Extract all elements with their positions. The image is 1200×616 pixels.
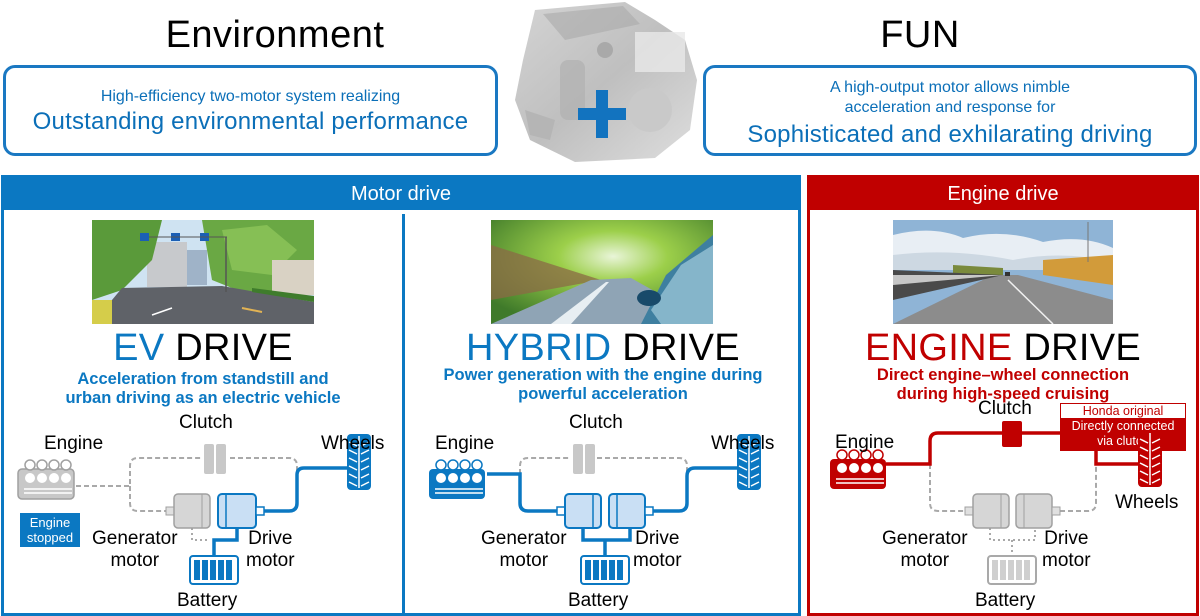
engine-drive-description: Direct engine–wheel connection during hi… bbox=[810, 366, 1196, 404]
ev-drive-description: Acceleration from standstill and urban d… bbox=[4, 370, 402, 408]
engine-battery-icon bbox=[987, 555, 1037, 585]
engine-drive-motor-icon bbox=[1015, 493, 1061, 529]
ev-drive-desc-line2: urban driving as an electric vehicle bbox=[65, 389, 341, 407]
engine-drive-desc-line1: Direct engine–wheel connection bbox=[876, 366, 1130, 384]
ev-engine-generator-path bbox=[129, 486, 166, 512]
ev-drive-wheels-path bbox=[264, 466, 349, 513]
hybrid-drive-wheels-path bbox=[649, 466, 739, 513]
hybrid-label-engine: Engine bbox=[435, 433, 495, 454]
engine-generator-path bbox=[929, 464, 965, 512]
environment-box-line2: Outstanding environmental performance bbox=[32, 108, 469, 135]
honda-original-label: Honda original bbox=[1082, 404, 1164, 418]
plus-icon bbox=[578, 90, 626, 138]
engine-drive-section: ENGINE DRIVE Direct engine–wheel connect… bbox=[810, 178, 1196, 616]
engine-motors-battery-path bbox=[989, 528, 1036, 556]
hybrid-engine-generator-path bbox=[487, 472, 557, 513]
ev-engine-clutch-path bbox=[76, 457, 202, 487]
ev-engine-icon bbox=[17, 459, 75, 500]
hybrid-wheels-icon bbox=[737, 434, 761, 490]
hybrid-drive-description: Power generation with the engine during … bbox=[405, 366, 801, 404]
engine-engine-icon bbox=[830, 449, 886, 489]
ev-label-clutch: Clutch bbox=[179, 412, 233, 433]
hybrid-drive-diagram bbox=[429, 434, 761, 585]
hybrid-clutch-wheels-path bbox=[597, 457, 688, 474]
hybrid-label-drive-motor: Drive motor bbox=[633, 528, 682, 571]
engine-drive-diagram bbox=[830, 421, 1162, 585]
environment-heading: Environment bbox=[165, 14, 385, 56]
hybrid-engine-clutch-path bbox=[519, 457, 571, 474]
ev-drive-battery-path bbox=[212, 528, 239, 556]
engine-drive-header: Engine drive bbox=[810, 178, 1196, 210]
engine-label-wheels: Wheels bbox=[1115, 492, 1179, 513]
ev-drive-title: EV DRIVE bbox=[4, 328, 402, 368]
engine-label-drive-motor: Drive motor bbox=[1042, 528, 1091, 571]
hybrid-battery-icon bbox=[580, 555, 630, 585]
ev-clutch-wheels-path bbox=[230, 457, 298, 488]
hybrid-label-clutch: Clutch bbox=[569, 412, 623, 433]
environment-box: High-efficiency two-motor system realizi… bbox=[3, 65, 498, 156]
fun-box-line3: Sophisticated and exhilarating driving bbox=[747, 121, 1153, 148]
engine-stopped-badge: Engine stopped bbox=[20, 513, 80, 547]
fun-box: A high-output motor allows nimble accele… bbox=[703, 65, 1197, 156]
hybrid-engine-icon bbox=[429, 459, 485, 499]
engine-drive-title-rest: DRIVE bbox=[1012, 327, 1141, 369]
motor-drive-panel: Motor drive EV DRIVE Acceleration bbox=[1, 175, 801, 616]
engine-label-generator-motor: Generator motor bbox=[882, 528, 968, 571]
engine-label-clutch: Clutch bbox=[978, 398, 1032, 419]
hybrid-drive-title-rest: DRIVE bbox=[611, 327, 740, 369]
drive-wheels-dashed-path bbox=[1060, 464, 1097, 512]
ev-generator-motor-icon bbox=[165, 493, 211, 529]
badge-line2: stopped bbox=[26, 530, 74, 545]
environment-box-line1: High-efficiency two-motor system realizi… bbox=[100, 88, 401, 105]
ev-wheels-icon bbox=[347, 434, 371, 490]
ev-drive-title-rest: DRIVE bbox=[164, 327, 293, 369]
ev-drive-diagram bbox=[17, 434, 371, 585]
ev-drive-photo bbox=[92, 220, 314, 324]
ev-label-generator-motor: Generator motor bbox=[92, 528, 178, 571]
powertrain-image bbox=[515, 2, 697, 162]
hybrid-drive-section: HYBRID DRIVE Power generation with the e… bbox=[405, 178, 801, 616]
ev-label-wheels: Wheels bbox=[321, 433, 385, 454]
fun-heading: FUN bbox=[880, 14, 960, 56]
hybrid-drive-photo bbox=[491, 220, 713, 324]
ev-drive-desc-line1: Acceleration from standstill and bbox=[77, 370, 329, 388]
mode-divider bbox=[402, 214, 405, 614]
engine-drive-desc-line2: during high-speed cruising bbox=[896, 385, 1110, 403]
hybrid-drive-title-accent: HYBRID bbox=[466, 327, 612, 369]
engine-drive-panel: Engine drive ENGINE DRIVE Direct engine–… bbox=[807, 175, 1199, 616]
hybrid-drive-desc-line2: powerful acceleration bbox=[518, 385, 688, 403]
ev-label-engine: Engine bbox=[44, 433, 104, 454]
ev-clutch-icon bbox=[204, 444, 214, 474]
ev-drive-motor-icon bbox=[217, 493, 265, 529]
hybrid-drive-desc-line1: Power generation with the engine during bbox=[443, 366, 763, 384]
ev-generator-battery-path bbox=[191, 528, 209, 541]
engine-wheels-icon bbox=[1138, 431, 1162, 487]
engine-generator-motor-icon bbox=[964, 493, 1010, 529]
hybrid-generator-motor-icon bbox=[556, 493, 602, 529]
hybrid-clutch-icon bbox=[573, 444, 583, 474]
ev-drive-section: EV DRIVE Acceleration from standstill an… bbox=[4, 178, 402, 616]
hybrid-drive-title: HYBRID DRIVE bbox=[405, 328, 801, 368]
hybrid-label-wheels: Wheels bbox=[711, 433, 775, 454]
ev-label-battery: Battery bbox=[177, 590, 238, 611]
hybrid-label-generator-motor: Generator motor bbox=[481, 528, 567, 571]
fun-box-line2: acceleration and response for bbox=[844, 99, 1056, 116]
engine-label-engine: Engine bbox=[835, 432, 895, 453]
ev-label-drive-motor: Drive motor bbox=[246, 528, 295, 571]
hybrid-drive-motor-icon bbox=[608, 493, 654, 529]
fun-box-line1: A high-output motor allows nimble bbox=[829, 79, 1071, 96]
engine-label-battery: Battery bbox=[975, 590, 1036, 611]
hybrid-label-battery: Battery bbox=[568, 590, 629, 611]
engine-clutch-icon bbox=[1002, 421, 1022, 447]
motor-drive-header: Motor drive bbox=[4, 178, 798, 210]
engine-drive-title: ENGINE DRIVE bbox=[810, 328, 1196, 368]
engine-drive-title-accent: ENGINE bbox=[865, 327, 1013, 369]
badge-line1: Engine bbox=[29, 515, 71, 530]
hybrid-motors-battery-path bbox=[581, 528, 632, 556]
ev-battery-icon bbox=[189, 555, 239, 585]
ev-drive-title-accent: EV bbox=[113, 327, 165, 369]
engine-drive-photo bbox=[893, 220, 1113, 324]
